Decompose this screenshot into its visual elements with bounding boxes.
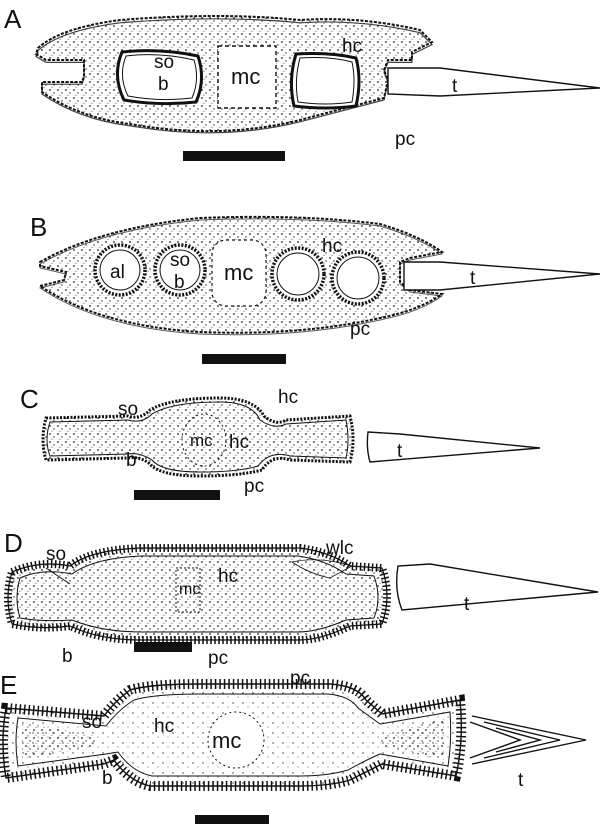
panel-d-label-so: so — [46, 544, 66, 565]
panel-e-tooth — [470, 716, 586, 764]
panel-e-scale-bar — [195, 815, 269, 824]
panel-d-scale-bar — [134, 642, 192, 652]
panel-a-label-pc: pc — [395, 129, 415, 150]
panel-d-tooth — [397, 564, 598, 610]
panel-c-label-mc: mc — [190, 431, 213, 450]
panel-c-tooth — [367, 432, 540, 462]
panel-c-label-t: t — [397, 441, 403, 462]
panel-d-label-mc: mc — [179, 581, 200, 598]
panel-d-label-pc: pc — [208, 648, 228, 669]
panel-c-label-b: b — [126, 450, 137, 471]
panel-b-chamber-3 — [272, 248, 324, 300]
panel-b-chamber-4 — [332, 252, 384, 304]
panel-d-label-b: b — [62, 646, 73, 667]
panel-letter-c: C — [20, 384, 39, 414]
panel-a-label-hc: hc — [342, 36, 362, 57]
panel-b-label-so: so — [170, 250, 190, 271]
panel-d-label-t: t — [464, 594, 470, 615]
panel-c-scale-bar — [134, 490, 220, 500]
panel-e-label-t: t — [518, 770, 524, 791]
panel-e-label-so: so — [82, 712, 102, 733]
panel-b: B al so b mc hc t pc — [30, 212, 600, 364]
panel-a-label-so: so — [154, 52, 174, 73]
panel-c-label-so: so — [118, 399, 138, 420]
panel-d-label-wlc: wlc — [325, 538, 353, 559]
panel-a: A so b mc hc t pc — [4, 4, 600, 161]
panel-c-label-pc: pc — [244, 476, 264, 497]
panel-letter-d: D — [4, 528, 23, 558]
panel-e-label-mc: mc — [212, 728, 241, 753]
panel-d: D so mc hc wlc b pc t — [4, 528, 598, 669]
panel-d-label-hc: hc — [218, 566, 238, 587]
panel-a-tooth — [388, 68, 600, 96]
panel-e-label-hc: hc — [154, 716, 174, 737]
panel-letter-b: B — [30, 212, 47, 242]
panel-b-scale-bar — [202, 354, 286, 364]
panel-a-label-t: t — [452, 76, 458, 97]
panel-a-label-mc: mc — [231, 64, 260, 89]
panel-b-label-hc: hc — [322, 236, 342, 257]
panel-b-label-t: t — [470, 268, 476, 289]
panel-b-label-mc: mc — [224, 260, 253, 285]
panel-b-label-pc: pc — [350, 319, 370, 340]
panel-c-label-hc-inner: hc — [229, 432, 249, 453]
panel-b-tooth — [404, 262, 600, 290]
panel-e-label-b: b — [102, 768, 113, 789]
panel-a-label-b: b — [158, 74, 169, 95]
panel-a-scale-bar — [183, 151, 285, 161]
panel-letter-e: E — [0, 670, 17, 700]
panel-letter-a: A — [4, 4, 22, 34]
panel-c-label-hc-outer: hc — [278, 387, 298, 408]
panel-e-label-pc: pc — [290, 668, 310, 689]
panel-b-label-b: b — [174, 272, 185, 293]
panel-e: E pc so hc mc b t — [0, 668, 586, 824]
panel-b-label-al: al — [110, 262, 125, 283]
panel-c: C so hc mc hc b pc t — [20, 384, 540, 500]
